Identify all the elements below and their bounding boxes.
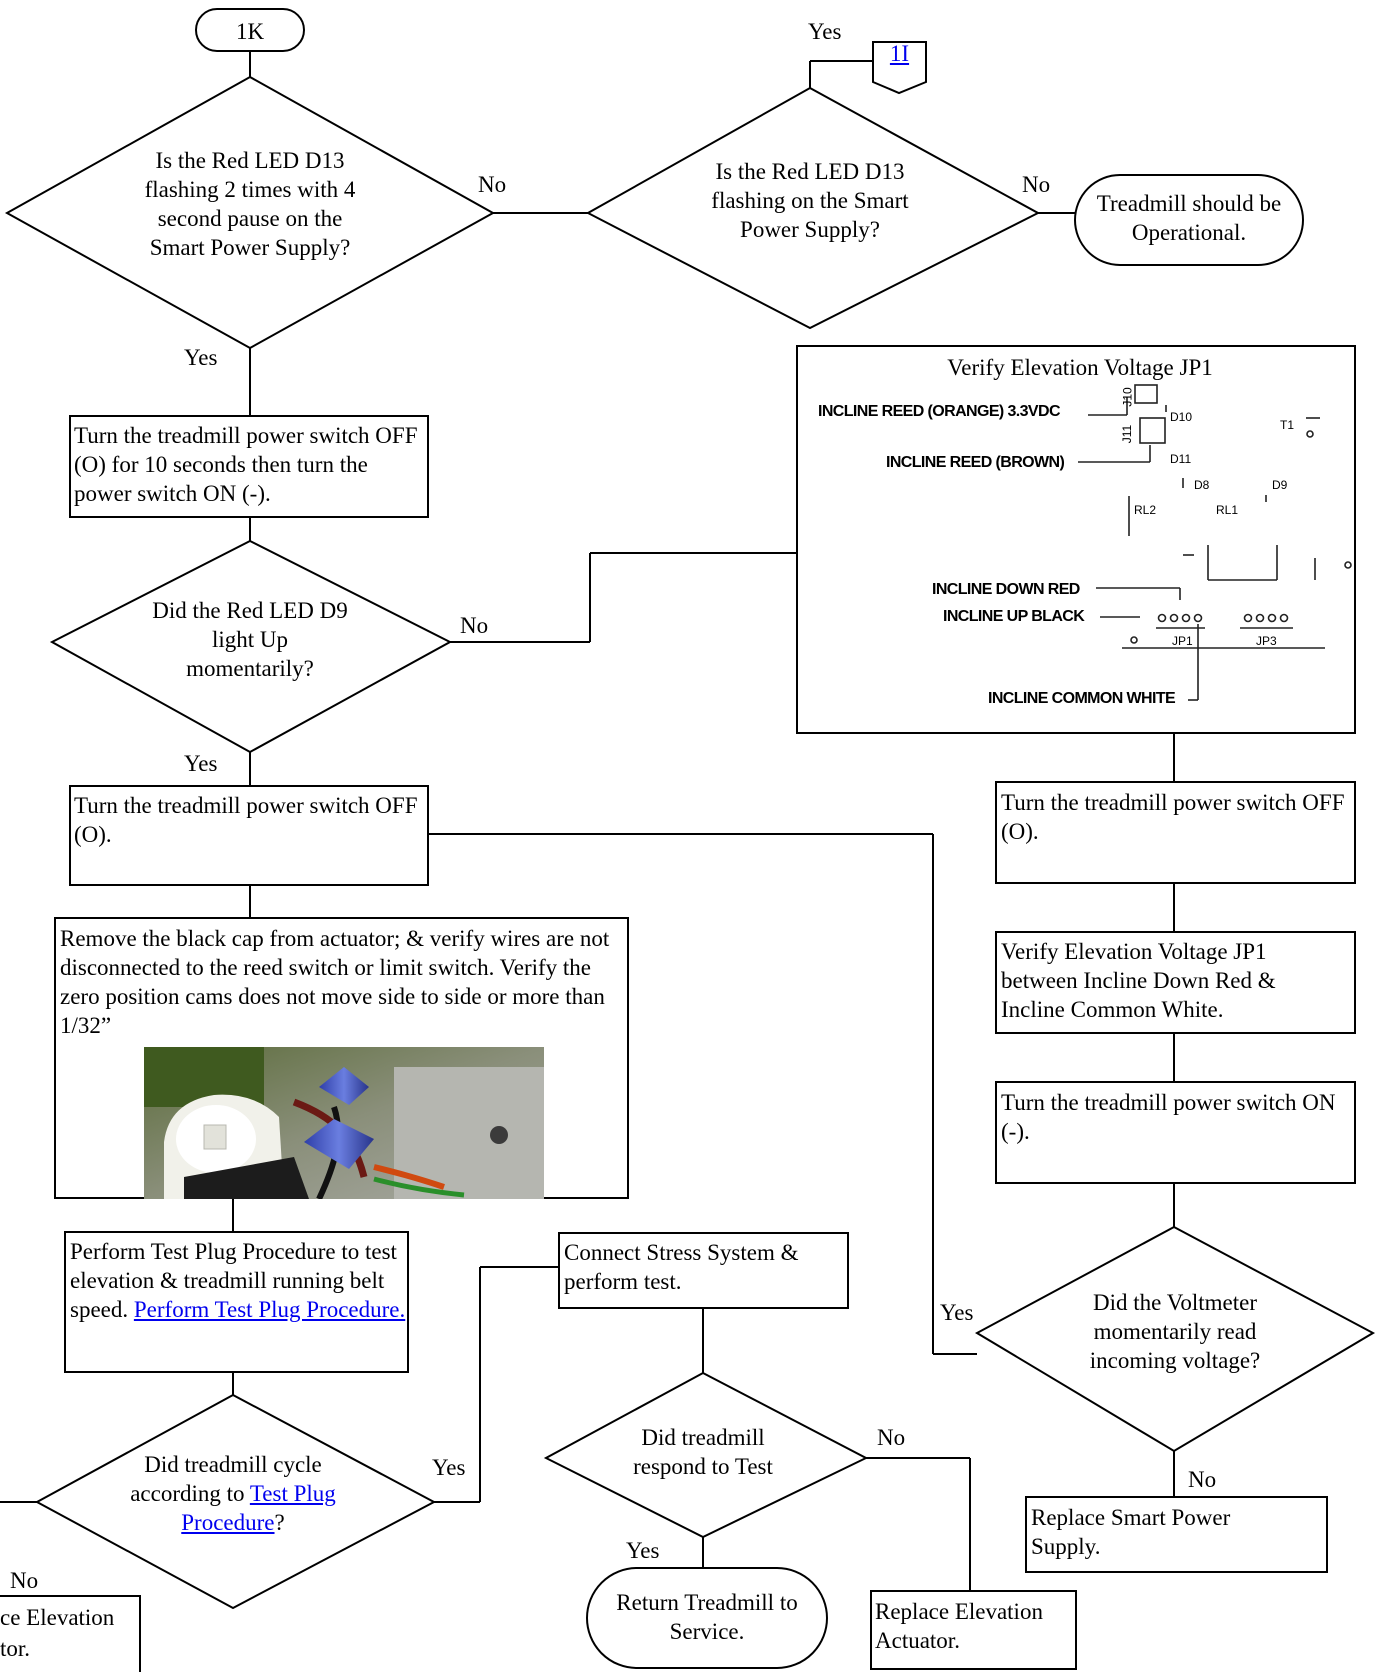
end-operational: Treadmill should be Operational.	[1096, 191, 1282, 245]
replace-actuator-left-line2: tor.	[0, 1636, 31, 1661]
pcb-t1: T1	[1280, 418, 1295, 432]
test-plug-procedure-link[interactable]: Test Plug Procedure	[181, 1481, 336, 1535]
step-off-right: Turn the treadmill power switch OFF (O).	[1001, 790, 1345, 844]
decision-d13-pattern: Is the Red LED D13 flashing 2 times with…	[144, 148, 356, 260]
end-return-to-service: Return Treadmill to Service.	[616, 1590, 798, 1644]
decision-cycle-qmark: ?	[274, 1510, 285, 1535]
no-label-d9: No	[460, 613, 489, 638]
label-up-black: INCLINE UP BLACK	[943, 608, 1085, 625]
yes-label-d9: Yes	[184, 751, 218, 776]
yes-label-d13-pattern: Yes	[184, 345, 218, 370]
no-label-d13-flash: No	[1022, 172, 1051, 197]
step-test-plug: Perform Test Plug Procedure to test elev…	[70, 1237, 406, 1324]
label-reed-orange: INCLINE REED (ORANGE) 3.3VDC	[818, 403, 1061, 420]
step-test-plug-text: Perform Test Plug Procedure to test elev…	[70, 1239, 397, 1322]
decision-d9: Did the Red LED D9 light Up momentarily?	[152, 598, 348, 681]
offpage-connector-shape	[872, 41, 927, 95]
decision-voltmeter: Did the Voltmeter momentarily read incom…	[1089, 1290, 1261, 1373]
end-operational-shape	[1074, 174, 1304, 266]
step-power-cycle: Turn the treadmill power switch OFF (O) …	[74, 423, 418, 506]
step-remove-cap: Remove the black cap from actuator; & ve…	[60, 926, 610, 1038]
label-down-red: INCLINE DOWN RED	[932, 581, 1080, 598]
verify-panel-box	[796, 345, 1356, 734]
step-on-right: Turn the treadmill power switch ON (-).	[1001, 1090, 1336, 1144]
decision-d13-flash-shape	[585, 86, 1041, 330]
yes-label-d13-flash: Yes	[808, 19, 842, 44]
pcb-d11: D11	[1170, 452, 1192, 466]
step-stress-system: Connect Stress System & perform test.	[564, 1240, 799, 1294]
replace-actuator-left-line1: ce Elevation	[0, 1605, 115, 1630]
step-verify-jp1: Verify Elevation Voltage JP1 between Inc…	[1001, 939, 1276, 1022]
pcb-d9: D9	[1272, 478, 1288, 492]
pcb-rl1: RL1	[1216, 503, 1239, 517]
no-label-d13-pattern: No	[478, 172, 507, 197]
pcb-d8: D8	[1194, 478, 1210, 492]
pcb-jp3: JP3	[1256, 634, 1277, 648]
step-off-left: Turn the treadmill power switch OFF (O).	[74, 793, 418, 847]
decision-cycle: Did treadmill cycle according to Test Pl…	[122, 1450, 344, 1537]
actuator-photo	[144, 1047, 544, 1199]
decision-respond: Did treadmill respond to Test	[633, 1425, 773, 1479]
replace-actuator-left-shape	[0, 1595, 141, 1672]
test-plug-link[interactable]: Perform Test Plug Procedure.	[133, 1297, 406, 1322]
end-return-shape	[586, 1567, 828, 1669]
yes-label-cycle: Yes	[432, 1455, 466, 1480]
pcb-jp1: JP1	[1172, 634, 1193, 648]
pcb-d10: D10	[1170, 410, 1193, 424]
decision-cycle-shape	[34, 1393, 437, 1610]
yes-label-voltmeter: Yes	[940, 1300, 974, 1325]
no-label-voltmeter: No	[1188, 1467, 1217, 1492]
yes-label-respond: Yes	[626, 1538, 660, 1563]
no-label-respond: No	[877, 1425, 906, 1450]
pcb-j11: J11	[1120, 424, 1135, 444]
replace-actuator-mid: Replace Elevation Actuator.	[875, 1599, 1043, 1653]
no-label-cycle: No	[10, 1568, 39, 1593]
decision-cycle-text: Did treadmill cycle according to	[130, 1452, 322, 1506]
verify-panel-title: Verify Elevation Voltage JP1	[947, 355, 1213, 380]
decision-d13-flash: Is the Red LED D13 flashing on the Smart…	[711, 159, 909, 242]
replace-power-supply: Replace Smart Power Supply.	[1031, 1505, 1231, 1559]
label-common-white: INCLINE COMMON WHITE	[988, 690, 1176, 707]
offpage-link-1i[interactable]: 1I	[889, 41, 910, 66]
label-reed-brown: INCLINE REED (BROWN)	[886, 454, 1065, 471]
pcb-j10: J10	[1120, 387, 1135, 407]
pcb-rl2: RL2	[1134, 503, 1157, 517]
start-terminal: 1K	[235, 19, 265, 44]
